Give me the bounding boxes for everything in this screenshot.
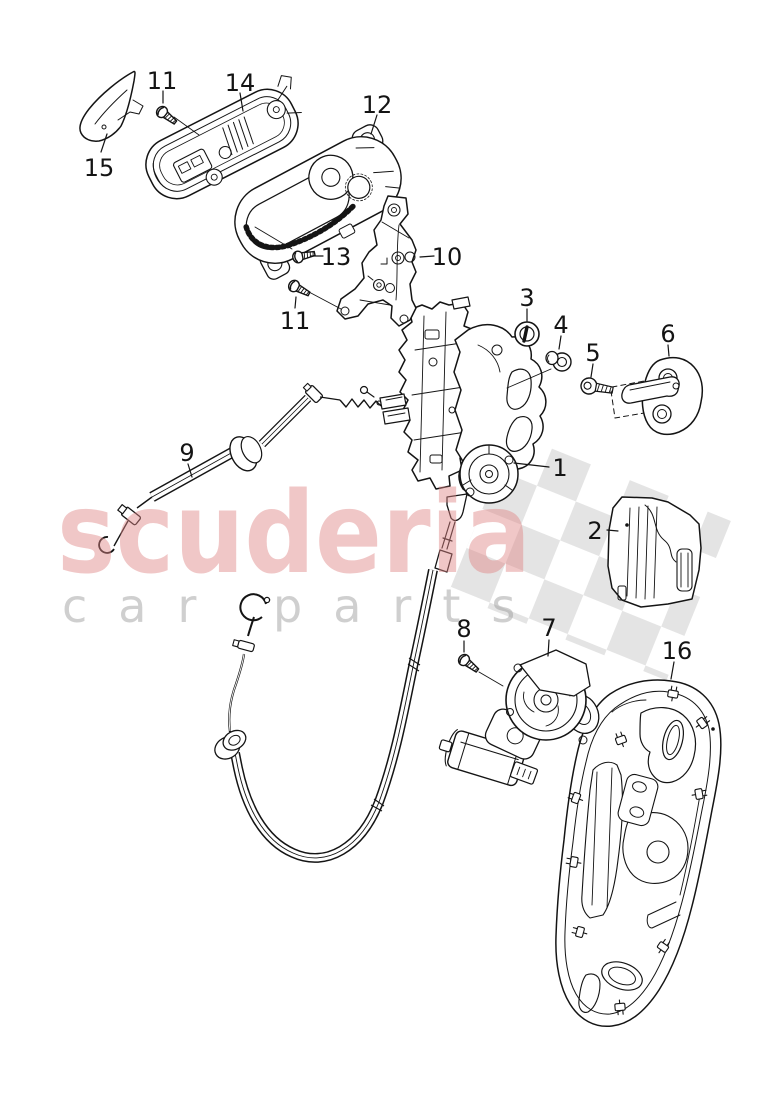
callout-10: 10 bbox=[432, 243, 463, 271]
part-2-lock-cover bbox=[607, 496, 702, 608]
part-7-window-motor bbox=[438, 649, 600, 787]
part-5-bolt bbox=[580, 377, 614, 395]
callout-11-bottom: 11 bbox=[280, 307, 311, 335]
leader-lines bbox=[100, 90, 675, 680]
leader-14 bbox=[239, 92, 244, 112]
callout-7: 7 bbox=[541, 614, 556, 642]
leader-12 bbox=[370, 114, 378, 135]
callout-11-top: 11 bbox=[147, 67, 178, 95]
part-14-handle-carrier bbox=[145, 75, 302, 200]
leader-7 bbox=[547, 639, 550, 657]
checkered-flag-watermark bbox=[448, 432, 731, 681]
leader-1 bbox=[513, 462, 550, 468]
callout-9: 9 bbox=[179, 439, 194, 467]
callout-1: 1 bbox=[552, 454, 567, 482]
callout-13: 13 bbox=[321, 243, 352, 271]
callout-2: 2 bbox=[587, 517, 602, 545]
callout-4: 4 bbox=[553, 311, 568, 339]
callout-labels: 1 2 3 4 5 6 7 8 9 10 11 11 12 13 14 15 1… bbox=[84, 67, 693, 665]
leader-15 bbox=[100, 133, 108, 153]
part-11-screw-bottom bbox=[285, 277, 313, 300]
callout-5: 5 bbox=[585, 339, 600, 367]
part-15-trim-cap bbox=[79, 70, 144, 142]
callout-3: 3 bbox=[519, 284, 534, 312]
leader-16 bbox=[670, 661, 675, 680]
leader-2 bbox=[606, 529, 619, 532]
callout-16: 16 bbox=[662, 637, 693, 665]
callout-6: 6 bbox=[660, 320, 675, 348]
callout-8: 8 bbox=[456, 615, 471, 643]
part-4-bushing bbox=[545, 350, 572, 372]
part-8-screw bbox=[455, 651, 482, 676]
watermark: scuderia car parts bbox=[57, 469, 546, 633]
part-3-grommet bbox=[514, 321, 540, 347]
leader-6 bbox=[667, 344, 670, 357]
leader-11-bottom bbox=[294, 296, 297, 309]
leader-5 bbox=[590, 363, 594, 378]
leader-9 bbox=[187, 463, 193, 478]
watermark-brand-text: scuderia bbox=[57, 469, 531, 599]
assembly-reference-lines bbox=[173, 116, 552, 687]
part-9-cable-loop bbox=[214, 569, 438, 863]
part-9-cable-upper bbox=[98, 382, 382, 554]
part-10-mounting-bracket bbox=[336, 195, 417, 327]
watermark-subtitle-text: car parts bbox=[62, 579, 546, 633]
part-6-striker bbox=[610, 356, 704, 436]
part-12-handle-frame bbox=[234, 124, 402, 280]
leader-4 bbox=[558, 335, 562, 350]
callout-12: 12 bbox=[362, 91, 393, 119]
callout-14: 14 bbox=[225, 69, 256, 97]
leader-10 bbox=[419, 255, 435, 258]
callout-15: 15 bbox=[84, 154, 115, 182]
part-1-door-lock bbox=[359, 296, 547, 573]
part-11-screw-top bbox=[153, 103, 180, 128]
part-16-door-carrier-panel bbox=[555, 679, 722, 1028]
